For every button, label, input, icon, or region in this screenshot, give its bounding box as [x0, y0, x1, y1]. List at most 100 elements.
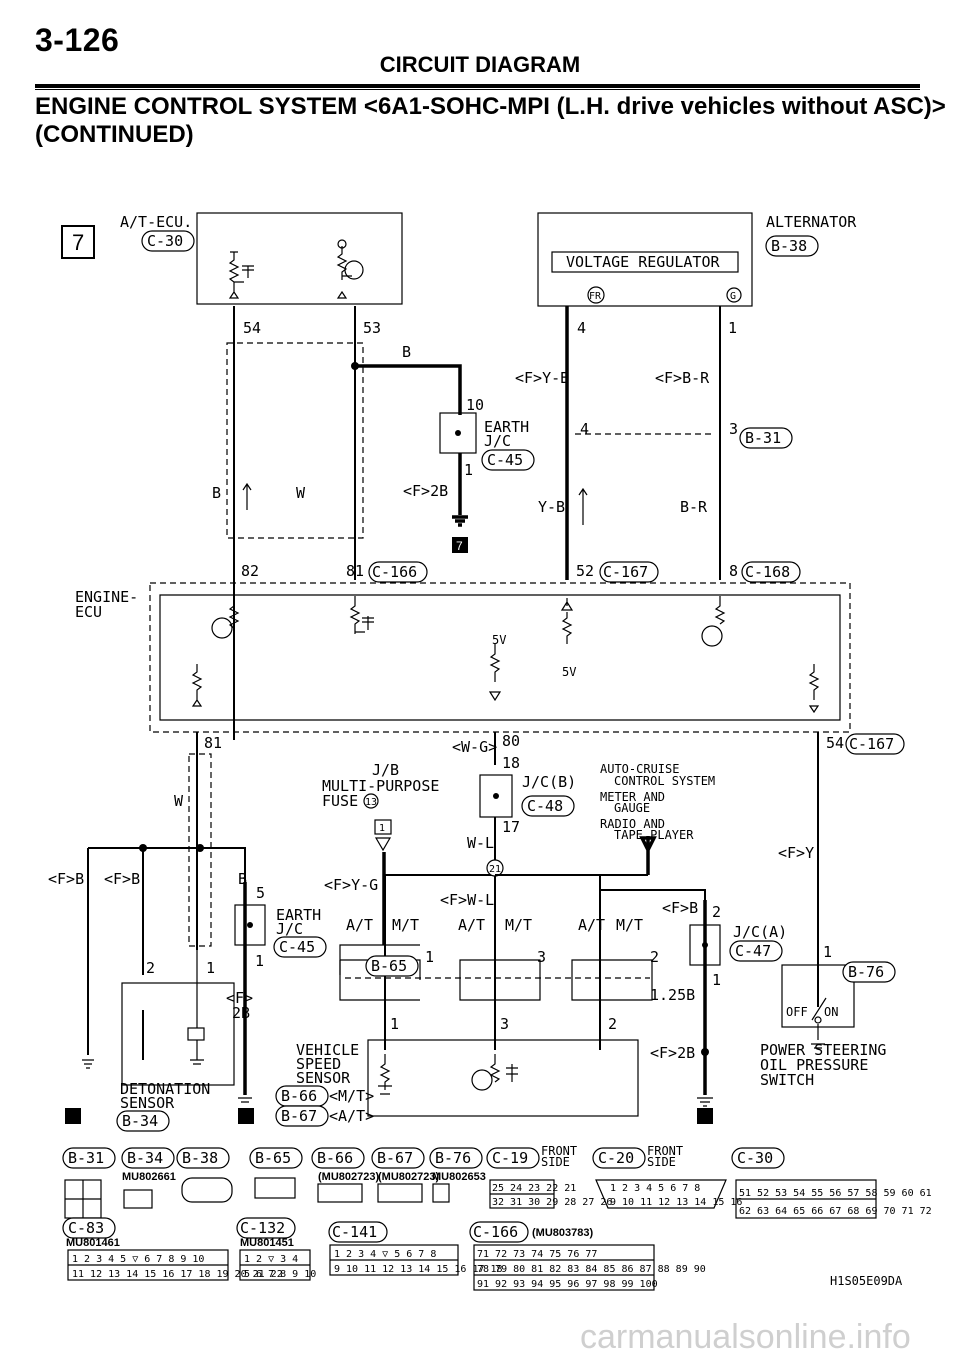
- ground-marker-mid: [238, 1108, 254, 1124]
- section-title: CIRCUIT DIAGRAM: [379, 52, 581, 77]
- earth-jc-top-box: [439, 412, 477, 454]
- jc-b-node: [493, 793, 499, 799]
- ecu-5v-b: 5V: [562, 665, 576, 679]
- wire-b-lower-label: B: [212, 484, 221, 502]
- c167-label: C-167: [603, 563, 648, 581]
- earth-jc-top-connector-badge: [481, 449, 535, 471]
- fuse-13-number: 13: [365, 797, 377, 808]
- upper-labels: 54 53 B 10 EARTH J/C C-45 1 <F>2B B W <F…: [212, 319, 801, 583]
- face-c166: [473, 1244, 655, 1291]
- b76-label: B-76: [848, 963, 884, 981]
- vehicle-speed-sensor-box: [367, 1039, 639, 1117]
- b65-badge: [365, 955, 419, 977]
- pin-80: 80: [502, 732, 520, 750]
- feed-meter: METER AND: [600, 790, 665, 804]
- conn-c20-front: FRONT: [647, 1144, 683, 1158]
- jc-a-pin-2: 2: [712, 903, 721, 921]
- part-mu802723-b: (MU802723): [378, 1171, 439, 1183]
- engine-ecu-inner-box: [159, 594, 841, 721]
- feed-gauge: GAUGE: [614, 801, 650, 815]
- watermark: carmanualsonline.info: [580, 1318, 911, 1356]
- connector-faces-row1: 25 24 23 22 21 32 31 30 29 28 27 26 1 2 …: [64, 1177, 932, 1219]
- ps-pin-1: 1: [823, 943, 832, 961]
- part-mu802653: MU802653: [432, 1171, 486, 1183]
- conn-c20-badge: [592, 1147, 646, 1169]
- ecu-input-circuit-2-icon: [349, 596, 374, 634]
- face-c20: [595, 1179, 727, 1209]
- feed-radio: RADIO AND: [600, 817, 665, 831]
- wire-fwl-label: <F>W-L: [440, 891, 494, 909]
- c167b-badge: [845, 733, 905, 755]
- wire-b-middle: B: [238, 870, 247, 888]
- ecu-input-circuit-4-icon: [714, 596, 726, 625]
- connector-label-row2: C-83 MU801461 C-132 MU801451 C-141 C-166…: [62, 1217, 593, 1249]
- feed-arrow: [639, 836, 657, 875]
- wire-fb-2: <F>B: [104, 870, 140, 888]
- mt-label-2: M/T: [505, 916, 532, 934]
- alternator-connector: B-38: [771, 237, 807, 255]
- c167b-label: C-167: [849, 735, 894, 753]
- alternator-label: ALTERNATOR: [766, 213, 857, 231]
- wire-b-label: B: [402, 343, 411, 361]
- diagram-code: H1S05E09DA: [830, 1274, 903, 1288]
- alternator: ALTERNATOR B-38 VOLTAGE REGULATOR FR G: [537, 212, 857, 307]
- engine-ecu-label-line2: ECU: [75, 603, 102, 621]
- conn-b76: B-76: [435, 1149, 471, 1167]
- det-wire-f: <F>: [226, 989, 253, 1007]
- face-c166-grid: [474, 1259, 654, 1276]
- shield-top: [226, 342, 364, 539]
- pin-8: 8: [729, 562, 738, 580]
- page-number: 3-126: [35, 22, 120, 58]
- part-mu802661: MU802661: [122, 1171, 176, 1183]
- earth-jc-pin-5: 5: [256, 884, 265, 902]
- face-c30-row1: 51 52 53 54 55 56 57 58 59 60 61: [739, 1188, 932, 1199]
- jc-a-pin-1: 1: [712, 971, 721, 989]
- c166-badge: [368, 561, 428, 583]
- junction-jca: [701, 1048, 709, 1056]
- b65-pin-1: 1: [425, 948, 434, 966]
- arrow-b: [242, 482, 252, 510]
- voltage-regulator-box: [551, 251, 739, 273]
- at-ecu: A/T-ECU. C-30: [120, 212, 403, 305]
- face-b34: [123, 1189, 153, 1209]
- face-c19-row1: 25 24 23 22 21: [492, 1183, 576, 1194]
- ps-switch-pivot-icon: [814, 1016, 822, 1024]
- fuse-13-badge: [363, 793, 379, 809]
- wire-fb-1: <F>B: [48, 870, 84, 888]
- det-pin-1: 1: [206, 959, 215, 977]
- jb-label-2: MULTI-PURPOSE: [322, 777, 439, 795]
- b66-label: B-66: [281, 1087, 317, 1105]
- face-c132-row2: 5 6 7 8 9 10: [244, 1269, 316, 1280]
- earth-jc-top-line1: EARTH: [484, 418, 529, 436]
- c166-label: C-166: [372, 563, 417, 581]
- conn-c83: C-83: [68, 1219, 104, 1237]
- jc-b-pin-18: 18: [502, 754, 520, 772]
- vss-pin-2: 2: [608, 1015, 617, 1033]
- earth-jc-bottom-connector: C-45: [279, 938, 315, 956]
- conn-c30: C-30: [737, 1149, 773, 1167]
- face-c166-row2: 78 79 80 81 82 83 84 85 86 87 88 89 90: [477, 1264, 706, 1275]
- alternator-connector-badge: [765, 235, 819, 257]
- face-b76: [432, 1183, 450, 1203]
- ps-label-1: POWER STEERING: [760, 1041, 886, 1059]
- at-ecu-connector: C-30: [147, 232, 183, 250]
- conn-b67-badge: [371, 1147, 425, 1169]
- earth-jc-top-node: [455, 430, 461, 436]
- jc-b-pin-17: 17: [502, 818, 520, 836]
- detonation-sensor-box: [121, 982, 235, 1086]
- at-ecu-label: A/T-ECU.: [120, 213, 192, 231]
- ecu-zener-icon: [560, 598, 574, 644]
- ecu-transistor-2-icon: [701, 625, 723, 647]
- vss-pin-3: 3: [500, 1015, 509, 1033]
- feed-tape-player: TAPE PLAYER: [614, 828, 694, 842]
- conn-b66: B-66: [317, 1149, 353, 1167]
- ground-marker-top: [452, 537, 468, 553]
- vss-label-1: VEHICLE: [296, 1041, 359, 1059]
- system-title: ENGINE CONTROL SYSTEM <6A1-SOHC-MPI (L.H…: [35, 93, 946, 149]
- face-b31-grid: [65, 1180, 101, 1218]
- splice-21-label: 21: [489, 864, 501, 875]
- b76-badge: [842, 961, 896, 983]
- at-ecu-box: [196, 212, 403, 305]
- jc-a-box: [689, 924, 721, 966]
- wire-fyb-label: <F>Y-B: [515, 369, 569, 387]
